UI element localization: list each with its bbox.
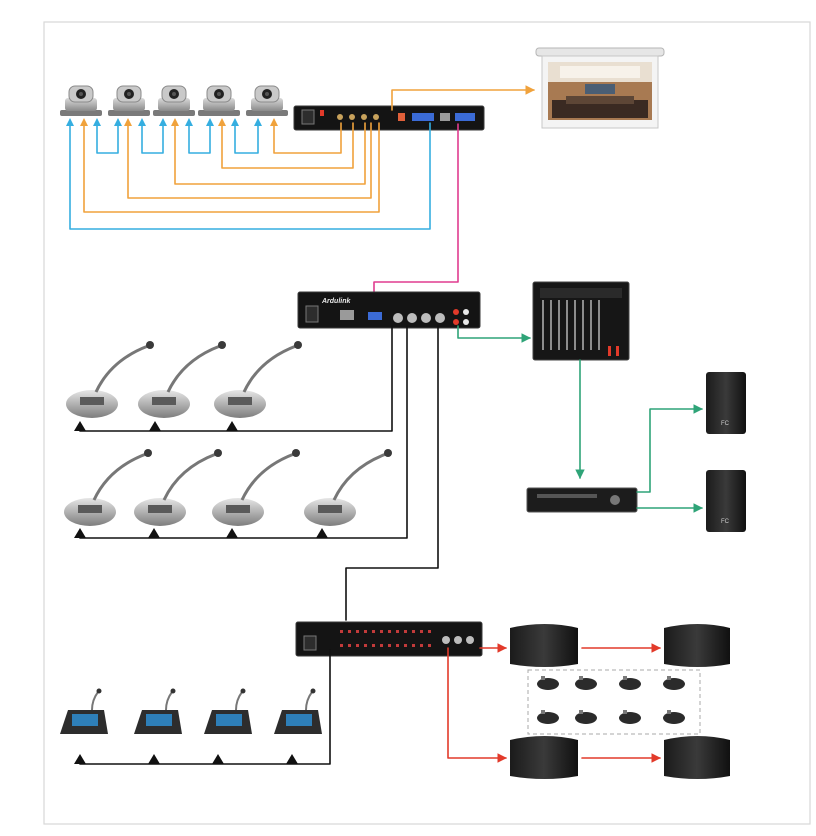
desktop-unit-bus: [79, 649, 331, 765]
conference-mic: [66, 341, 154, 418]
wall-speaker: [664, 624, 730, 667]
desktop-unit: [274, 688, 322, 734]
speaker-brand: FC: [721, 421, 730, 427]
processor-brand: Ardulink: [321, 298, 351, 305]
power-amplifier: [526, 487, 638, 513]
conference-mic: [212, 449, 300, 526]
video-matrix: [293, 105, 485, 131]
camera-wiring: [66, 85, 535, 230]
desktop-unit: [60, 688, 108, 734]
conference-bus: [74, 325, 439, 764]
desktop-unit: [204, 688, 252, 734]
ptz-camera: [246, 85, 288, 116]
conference-mic: [214, 341, 302, 418]
receiver-group: [527, 669, 701, 735]
projection-screen: [535, 47, 665, 129]
wall-speaker: [510, 736, 578, 779]
paging-wiring: [447, 643, 661, 763]
matrix-link: [373, 123, 459, 317]
full-range-speaker: FC: [706, 470, 746, 532]
wall-speaker: [664, 736, 730, 779]
desktop-unit: [134, 688, 182, 734]
conference-host: Ardulink: [297, 291, 481, 329]
interpretation-host: [295, 621, 483, 657]
conference-mic: [138, 341, 226, 418]
audio-mixer: [532, 281, 630, 361]
ptz-camera: [198, 85, 240, 116]
conference-mic: [304, 449, 392, 526]
conference-mic: [64, 449, 152, 526]
ptz-camera: [153, 85, 195, 116]
conference-mic: [134, 449, 222, 526]
wall-speaker: [510, 624, 578, 667]
speaker-brand: FC: [721, 519, 730, 525]
diagram-frame: [43, 21, 811, 825]
full-range-speaker: FC: [706, 372, 746, 434]
ptz-camera: [108, 85, 150, 116]
ptz-camera: [60, 85, 102, 116]
